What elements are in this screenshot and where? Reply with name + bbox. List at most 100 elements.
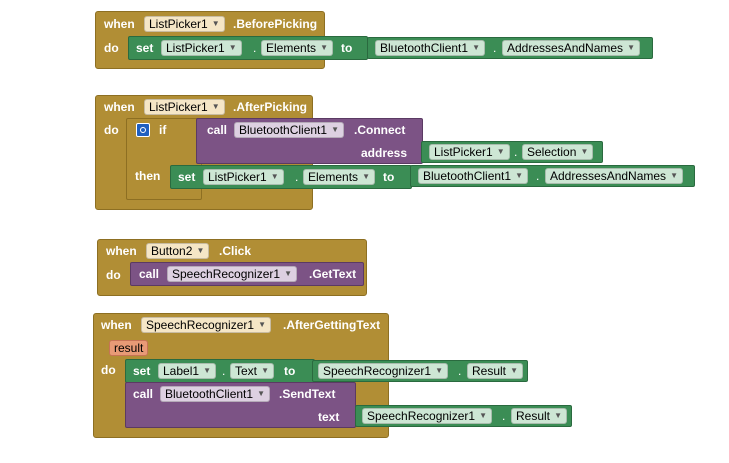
component-name: ListPicker1 <box>166 41 225 55</box>
set-property-dropdown[interactable]: Elements▼ <box>261 40 334 56</box>
dropdown-arrow-icon: ▼ <box>435 366 444 375</box>
dropdown-arrow-icon: ▼ <box>479 411 488 420</box>
getter-component-dropdown[interactable]: SpeechRecognizer1▼ <box>318 363 449 379</box>
component-name: BluetoothClient1 <box>165 387 254 401</box>
if-label: if <box>159 123 167 137</box>
component-name: ListPicker1 <box>149 100 208 114</box>
call-component-dropdown[interactable]: BluetoothClient1▼ <box>160 386 271 402</box>
dropdown-arrow-icon: ▼ <box>257 389 266 398</box>
component-name: SpeechRecognizer1 <box>172 267 281 281</box>
property-name: AddressesAndNames <box>550 169 667 183</box>
do-label: do <box>101 363 116 377</box>
property-name: Result <box>472 364 507 378</box>
getter-component-dropdown[interactable]: BluetoothClient1▼ <box>418 168 529 184</box>
property-name: Elements <box>308 170 359 184</box>
dot-separator: . <box>458 364 462 378</box>
component-name: BluetoothClient1 <box>423 169 512 183</box>
component-name: ListPicker1 <box>434 145 493 159</box>
dropdown-arrow-icon: ▼ <box>496 147 505 156</box>
call-component-dropdown[interactable]: SpeechRecognizer1▼ <box>167 266 298 282</box>
getter-property-dropdown[interactable]: AddressesAndNames▼ <box>502 40 641 56</box>
call-speechrecognizer-gettext-block[interactable]: call SpeechRecognizer1▼ .GetText <box>130 262 364 286</box>
set-property-dropdown[interactable]: Elements▼ <box>303 169 376 185</box>
call-bluetooth-connect-block[interactable]: call BluetoothClient1▼ .Connect address <box>196 118 423 164</box>
set-block[interactable]: set ListPicker1▼ . Elements▼ to <box>128 36 368 60</box>
dropdown-arrow-icon: ▼ <box>580 147 589 156</box>
getter-property-dropdown[interactable]: AddressesAndNames▼ <box>545 168 684 184</box>
property-name: Text <box>235 364 258 378</box>
dropdown-arrow-icon: ▼ <box>228 43 237 52</box>
dropdown-arrow-icon: ▼ <box>258 320 267 329</box>
dropdown-arrow-icon: ▼ <box>320 43 329 52</box>
property-name: Selection <box>527 145 577 159</box>
component-dropdown[interactable]: Button2▼ <box>146 243 210 259</box>
dot-separator: . <box>493 41 497 55</box>
address-getter-block[interactable]: ListPicker1▼ . Selection▼ <box>421 141 603 163</box>
component-name: Label1 <box>163 364 200 378</box>
dropdown-arrow-icon: ▼ <box>284 269 293 278</box>
event-name: .BeforePicking <box>233 17 318 31</box>
when-label: when <box>106 244 137 258</box>
set-component-dropdown[interactable]: Label1▼ <box>158 363 217 379</box>
component-name: ListPicker1 <box>208 170 267 184</box>
method-name: .SendText <box>279 387 336 401</box>
property-name: Elements <box>266 41 317 55</box>
to-label: to <box>383 170 395 184</box>
call-component-dropdown[interactable]: BluetoothClient1▼ <box>234 122 345 138</box>
set-block[interactable]: set ListPicker1▼ . Elements▼ to <box>170 165 412 189</box>
call-bluetooth-sendtext-block[interactable]: call BluetoothClient1▼ .SendText text <box>125 382 356 428</box>
component-dropdown[interactable]: ListPicker1▼ <box>144 16 225 32</box>
getter-block[interactable]: SpeechRecognizer1▼ . Result▼ <box>312 360 528 382</box>
do-label: do <box>104 123 119 137</box>
result-parameter[interactable]: result <box>109 340 149 356</box>
getter-property-dropdown[interactable]: Result▼ <box>511 408 568 424</box>
dropdown-arrow-icon: ▼ <box>362 172 371 181</box>
do-label: do <box>106 268 121 282</box>
component-dropdown[interactable]: ListPicker1▼ <box>144 99 225 115</box>
when-label: when <box>101 318 132 332</box>
dot-separator: . <box>222 364 226 378</box>
dot-separator: . <box>502 409 506 423</box>
getter-block[interactable]: BluetoothClient1▼ . AddressesAndNames▼ <box>367 37 653 59</box>
component-name: SpeechRecognizer1 <box>367 409 476 423</box>
dot-separator: . <box>536 169 540 183</box>
event-name: .Click <box>219 244 252 258</box>
dropdown-arrow-icon: ▼ <box>510 366 519 375</box>
text-getter-block[interactable]: SpeechRecognizer1▼ . Result▼ <box>355 405 572 427</box>
component-name: SpeechRecognizer1 <box>146 318 255 332</box>
dropdown-arrow-icon: ▼ <box>472 43 481 52</box>
component-name: BluetoothClient1 <box>239 123 328 137</box>
getter-block[interactable]: BluetoothClient1▼ . AddressesAndNames▼ <box>410 165 695 187</box>
component-dropdown[interactable]: SpeechRecognizer1▼ <box>141 317 272 333</box>
dropdown-arrow-icon: ▼ <box>261 366 270 375</box>
dropdown-arrow-icon: ▼ <box>627 43 636 52</box>
dropdown-arrow-icon: ▼ <box>203 366 212 375</box>
event-name: .AfterPicking <box>233 100 308 114</box>
then-label: then <box>135 169 161 183</box>
set-label: set <box>133 364 151 378</box>
when-label: when <box>104 100 135 114</box>
getter-component-dropdown[interactable]: BluetoothClient1▼ <box>375 40 486 56</box>
mutator-gear-icon[interactable] <box>136 123 150 137</box>
property-name: AddressesAndNames <box>507 41 624 55</box>
getter-component-dropdown[interactable]: ListPicker1▼ <box>429 144 510 160</box>
when-label: when <box>104 17 135 31</box>
event-name: .AfterGettingText <box>283 318 381 332</box>
dot-separator: . <box>514 145 518 159</box>
dropdown-arrow-icon: ▼ <box>331 125 340 134</box>
component-name: ListPicker1 <box>149 17 208 31</box>
dropdown-arrow-icon: ▼ <box>515 171 524 180</box>
getter-property-dropdown[interactable]: Result▼ <box>467 363 524 379</box>
dropdown-arrow-icon: ▼ <box>196 246 205 255</box>
set-property-dropdown[interactable]: Text▼ <box>230 363 275 379</box>
call-label: call <box>133 387 154 401</box>
to-label: to <box>284 364 296 378</box>
set-component-dropdown[interactable]: ListPicker1▼ <box>161 40 242 56</box>
getter-component-dropdown[interactable]: SpeechRecognizer1▼ <box>362 408 493 424</box>
set-component-dropdown[interactable]: ListPicker1▼ <box>203 169 284 185</box>
set-block[interactable]: set Label1▼ . Text▼ to <box>125 359 315 383</box>
property-name: Result <box>516 409 551 423</box>
method-name: .Connect <box>354 123 406 137</box>
text-label: text <box>318 410 340 424</box>
getter-property-dropdown[interactable]: Selection▼ <box>522 144 594 160</box>
